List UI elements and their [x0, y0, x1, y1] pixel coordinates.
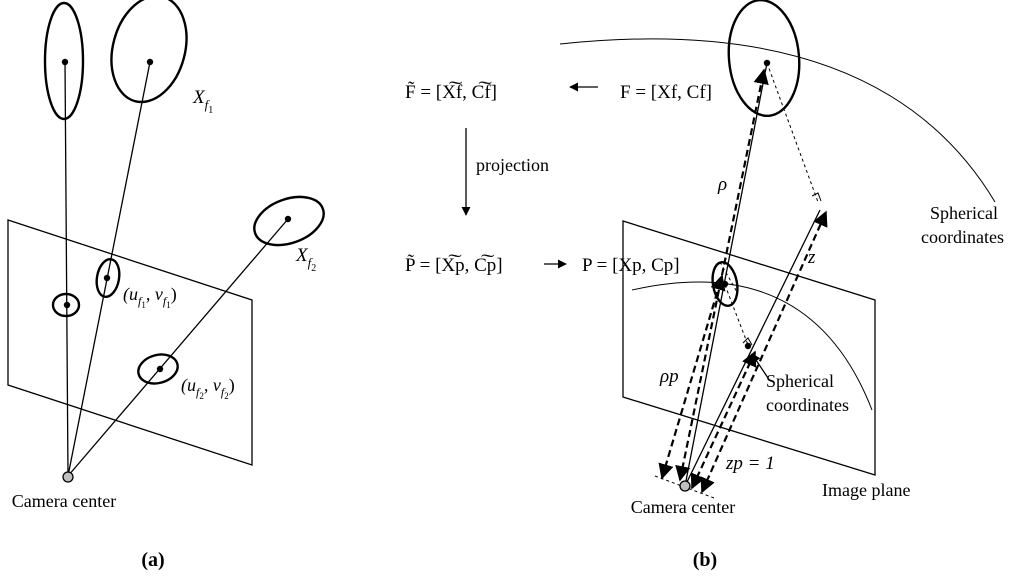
- sphere-point-b: [744, 342, 752, 350]
- proj-ellipse-a-3: [137, 353, 179, 385]
- feature-point-b: [763, 59, 771, 67]
- pointer-spherical-inner: [751, 353, 769, 379]
- camera-label-b: Camera center: [631, 497, 735, 517]
- feature-point-a-3: [284, 215, 292, 223]
- panel-a: Xf1 Xf2 (uf1, vf1) (uf2, vf2) Camera cen…: [7, 0, 325, 571]
- proj-label-a-1: (uf1, vf1): [123, 284, 177, 310]
- proj-point-b: [721, 280, 729, 288]
- ray-b-2: [684, 209, 821, 487]
- proj-ellipse-a-1: [51, 292, 81, 318]
- label-z: z: [807, 247, 816, 268]
- formula-P-tilde: P̃ = [X͠p, C͠p]: [405, 253, 503, 276]
- feature-label-a-2: Xf2: [295, 245, 316, 274]
- proj-ellipse-a-2: [95, 257, 121, 299]
- caption-b: (b): [693, 549, 717, 571]
- spherical-label-outer: Spherical coordinates: [921, 203, 1004, 247]
- feature-ellipse-a-1: [43, 1, 85, 121]
- camera-center-a: [62, 471, 74, 483]
- label-rho: ρ: [717, 174, 727, 195]
- feature-point-a-1: [61, 58, 69, 66]
- proj-point-a-2: [103, 274, 111, 282]
- proj-point-a-1: [63, 301, 71, 309]
- right-angle-b-1: [811, 192, 822, 202]
- camera-label-a: Camera center: [12, 491, 116, 511]
- ray-a-1: [64, 61, 69, 477]
- arrow-z-p: [690, 350, 757, 490]
- sphere-arc-outer: [559, 38, 996, 203]
- formula-P: P = [Xp, Cp]: [582, 255, 680, 276]
- proj-ellipse-b: [711, 261, 739, 307]
- ray-b-1: [684, 62, 768, 487]
- feature-ellipse-b: [727, 0, 801, 118]
- feature-ellipse-a-2: [110, 0, 188, 104]
- feature-ellipse-a-3: [253, 195, 325, 247]
- image-plane-label: Image plane: [822, 480, 910, 500]
- ray-a-3: [67, 218, 289, 477]
- panel-b: F̃ = [X͠f, C͠f] F = [Xf, Cf] projection …: [405, 0, 1004, 571]
- label-rho-p: ρp: [659, 366, 679, 387]
- camera-center-b: [679, 480, 691, 492]
- formula-F: F = [Xf, Cf]: [620, 82, 712, 103]
- feature-label-a-1: Xf1: [192, 87, 213, 116]
- proj-point-a-3: [156, 365, 164, 373]
- spherical-label-inner: Spherical coordinates: [766, 371, 849, 415]
- proj-label-a-2: (uf2, vf2): [181, 375, 235, 401]
- formula-F-tilde: F̃ = [X͠f, C͠f]: [405, 80, 497, 103]
- arrow-z: [700, 210, 828, 494]
- image-plane-a: [7, 219, 253, 466]
- guide-b-1: [766, 62, 819, 203]
- projection-label: projection: [476, 155, 549, 175]
- ray-a-2: [67, 61, 151, 477]
- feature-point-a-2: [146, 58, 154, 66]
- label-z-p: zp = 1: [725, 453, 775, 474]
- caption-a: (a): [141, 549, 164, 571]
